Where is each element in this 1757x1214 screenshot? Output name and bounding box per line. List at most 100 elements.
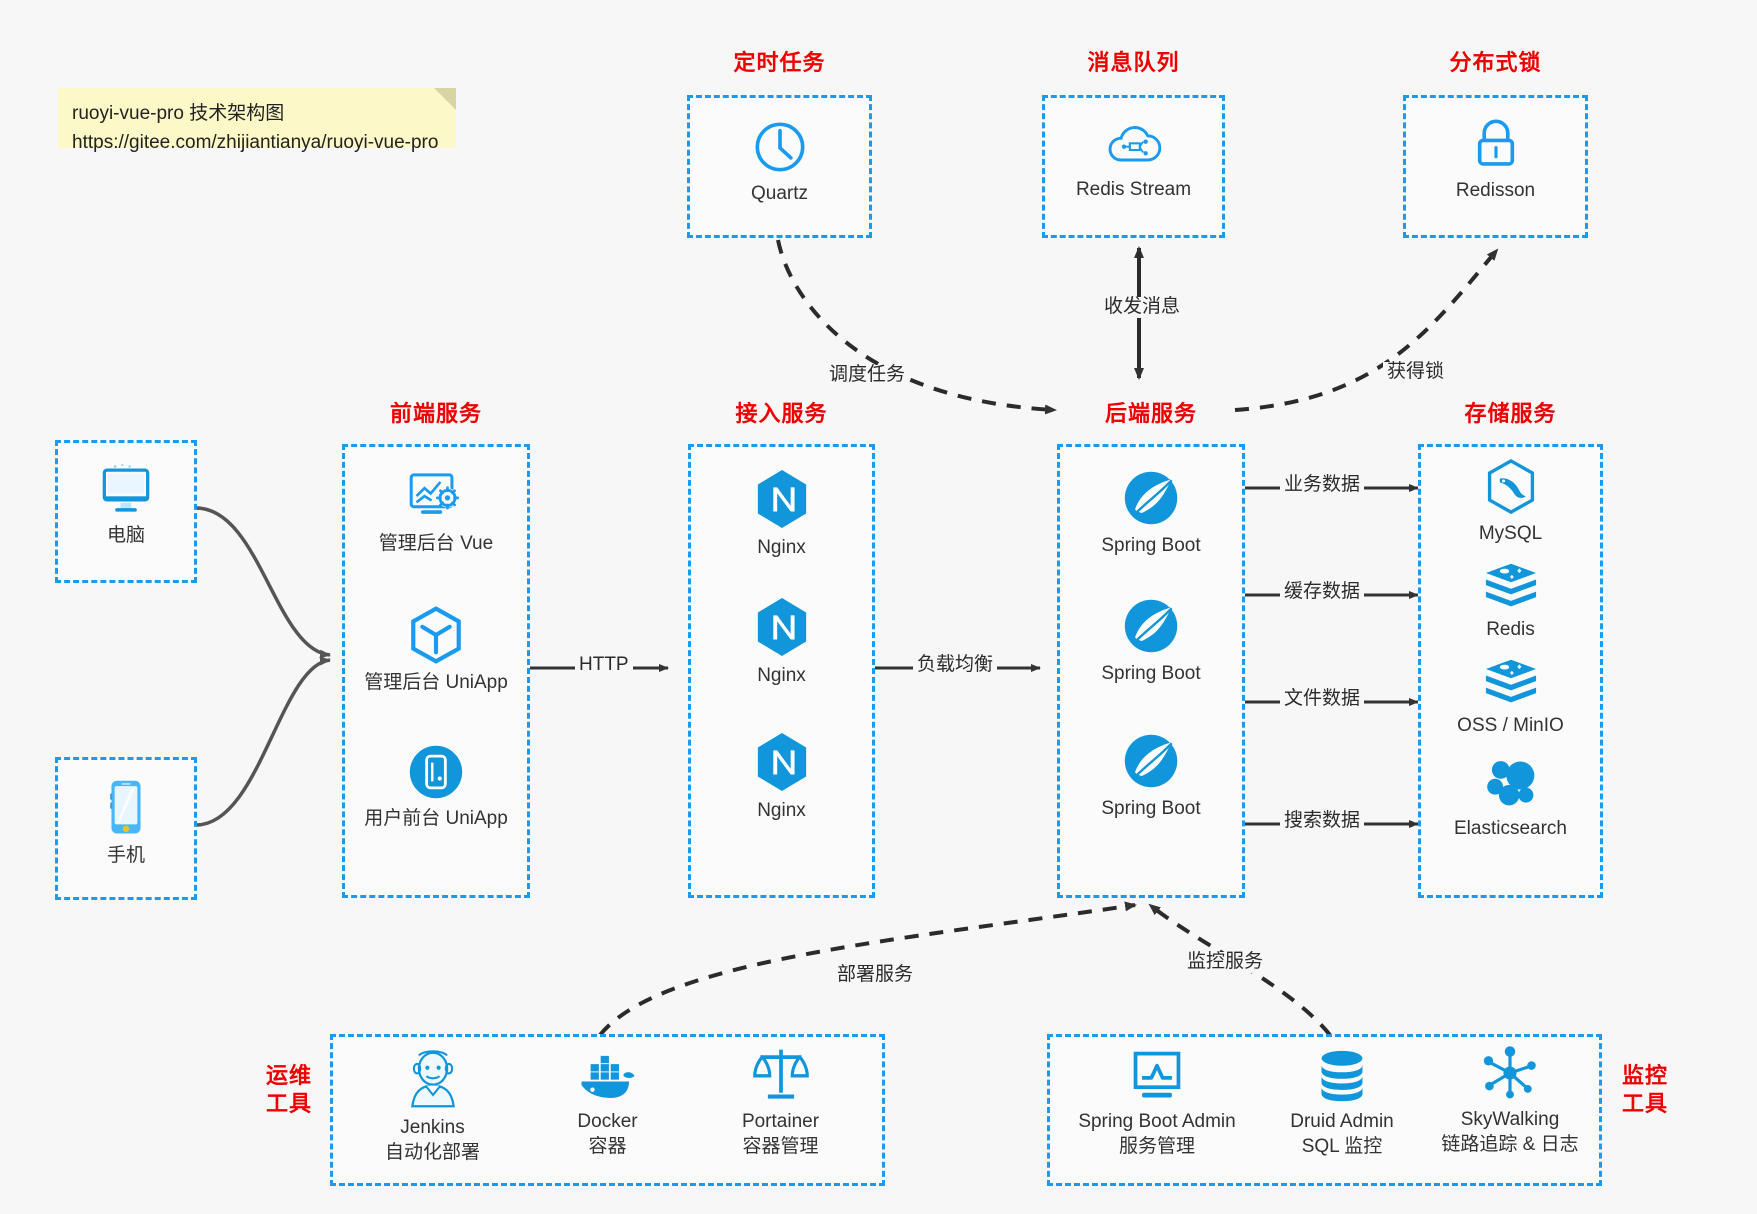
node-oss-minio[interactable]: OSS / MinIO <box>1418 656 1603 739</box>
node-nginx-1[interactable]: Nginx <box>688 468 875 561</box>
mobile-app-icon <box>407 743 465 801</box>
cloud-stream-icon <box>1104 118 1164 172</box>
node-label: Nginx <box>757 665 806 686</box>
node-label: Jenkins <box>400 1117 465 1138</box>
caption-line-1: 监控 <box>1621 1063 1668 1088</box>
node-nginx-2[interactable]: Nginx <box>688 596 875 689</box>
group-box-message-queue <box>1042 95 1225 238</box>
caption-backend-service: 后端服务 <box>1104 401 1197 426</box>
node-label: Elasticsearch <box>1454 818 1567 839</box>
node-nginx-3[interactable]: Nginx <box>688 731 875 824</box>
caption-line-2: 工具 <box>265 1090 312 1116</box>
node-label: Redis Stream <box>1075 179 1192 200</box>
caption-message-queue: 消息队列 <box>1087 50 1180 75</box>
node-label: 电脑 <box>106 525 145 546</box>
node-user-uniapp[interactable]: 用户前台 UniApp <box>342 743 530 832</box>
caption-line-1: 运维 <box>265 1063 312 1088</box>
edge-label-monitor-service: 监控服务 <box>1183 951 1268 973</box>
spring-leaf-icon <box>1121 731 1181 791</box>
skywalking-node-icon <box>1481 1044 1539 1102</box>
node-spring-boot-1[interactable]: Spring Boot <box>1057 468 1245 559</box>
nginx-icon <box>754 468 810 530</box>
spring-leaf-icon <box>1121 468 1181 528</box>
node-spring-boot-2[interactable]: Spring Boot <box>1057 596 1245 687</box>
node-label: 手机 <box>106 845 145 866</box>
jenkins-butler-icon <box>401 1048 465 1110</box>
node-label: Spring Boot Admin <box>1078 1111 1236 1132</box>
node-sublabel: 容器管理 <box>742 1135 819 1157</box>
node-admin-vue[interactable]: 管理后台 Vue <box>342 468 530 557</box>
nginx-icon <box>754 731 810 793</box>
node-label: Portainer <box>741 1111 820 1132</box>
node-label: OSS / MinIO <box>1457 715 1564 736</box>
node-skywalking[interactable]: SkyWalking 链路追踪 & 日志 <box>1425 1044 1595 1157</box>
caption-distributed-lock: 分布式锁 <box>1449 50 1542 75</box>
docker-whale-icon <box>576 1048 640 1104</box>
group-box-frontend-service <box>342 444 530 898</box>
group-box-distributed-lock <box>1403 95 1588 238</box>
edge-label-acquire-lock: 获得锁 <box>1383 361 1449 383</box>
edge-label-http: HTTP <box>575 654 633 676</box>
node-label: Nginx <box>757 537 806 558</box>
nginx-icon <box>754 596 810 658</box>
node-mysql[interactable]: MySQL <box>1418 458 1603 547</box>
caption-frontend-service: 前端服务 <box>389 401 482 426</box>
node-label: Spring Boot <box>1101 663 1201 684</box>
node-label: 用户前台 UniApp <box>364 808 508 829</box>
note-fold-corner <box>434 88 456 110</box>
node-phone[interactable]: 手机 <box>55 778 197 869</box>
caption-access-service: 接入服务 <box>735 401 828 426</box>
edge-label-load-balance: 负载均衡 <box>913 654 998 676</box>
node-spring-boot-3[interactable]: Spring Boot <box>1057 731 1245 822</box>
caption-monitor-tools: 监控 工具 <box>1614 1062 1676 1117</box>
node-label: Druid Admin <box>1290 1111 1394 1132</box>
node-label: Redisson <box>1455 180 1536 201</box>
node-label: Redis <box>1486 619 1535 640</box>
dashboard-gear-icon <box>405 468 467 526</box>
node-elasticsearch[interactable]: Elasticsearch <box>1418 755 1603 842</box>
node-sublabel: SQL 监控 <box>1301 1135 1383 1157</box>
node-admin-uniapp[interactable]: 管理后台 UniApp <box>342 605 530 696</box>
edge-label-file-data: 文件数据 <box>1280 688 1365 710</box>
node-label: Quartz <box>750 183 809 204</box>
redis-stack-icon <box>1482 656 1540 708</box>
redis-stack-icon <box>1482 560 1540 612</box>
node-redis-stream[interactable]: Redis Stream <box>1042 118 1225 203</box>
edge-label-schedule-task: 调度任务 <box>825 364 910 386</box>
caption-devops-tools: 运维 工具 <box>258 1062 320 1117</box>
caption-scheduled-task: 定时任务 <box>733 50 826 75</box>
portainer-scale-icon <box>751 1044 811 1104</box>
node-label: Docker <box>577 1111 638 1132</box>
node-label: MySQL <box>1478 523 1543 544</box>
node-docker[interactable]: Docker 容器 <box>520 1048 695 1159</box>
node-sublabel: 容器 <box>588 1135 627 1157</box>
node-label: SkyWalking <box>1460 1109 1560 1130</box>
monitor-chart-icon <box>1127 1048 1187 1104</box>
smartphone-icon <box>104 778 148 838</box>
database-icon <box>1315 1048 1369 1104</box>
node-label: 管理后台 Vue <box>378 533 494 554</box>
node-label: 管理后台 UniApp <box>364 672 508 693</box>
node-label: Nginx <box>757 800 806 821</box>
node-spring-boot-admin[interactable]: Spring Boot Admin 服务管理 <box>1057 1048 1257 1159</box>
edge-label-search-data: 搜索数据 <box>1280 810 1365 832</box>
node-quartz[interactable]: Quartz <box>687 118 872 207</box>
node-sublabel: 服务管理 <box>1118 1135 1195 1157</box>
uniapp-cube-icon <box>407 605 465 665</box>
node-druid-admin[interactable]: Druid Admin SQL 监控 <box>1257 1048 1427 1159</box>
note-title: ruoyi-vue-pro 技术架构图 <box>72 103 285 124</box>
node-redisson[interactable]: Redisson <box>1403 115 1588 204</box>
edge-label-send-receive-message: 收发消息 <box>1100 296 1185 318</box>
mysql-dolphin-icon <box>1484 458 1538 516</box>
title-sticky-note: ruoyi-vue-pro 技术架构图 https://gitee.com/zh… <box>58 88 456 153</box>
edge-label-cache-data: 缓存数据 <box>1280 581 1365 603</box>
node-computer[interactable]: 电脑 <box>55 462 197 549</box>
node-jenkins[interactable]: Jenkins 自动化部署 <box>345 1048 520 1165</box>
node-portainer[interactable]: Portainer 容器管理 <box>693 1044 868 1159</box>
elasticsearch-icon <box>1482 755 1540 811</box>
node-redis[interactable]: Redis <box>1418 560 1603 643</box>
node-label: Spring Boot <box>1101 535 1201 556</box>
node-label: Spring Boot <box>1101 798 1201 819</box>
spring-leaf-icon <box>1121 596 1181 656</box>
